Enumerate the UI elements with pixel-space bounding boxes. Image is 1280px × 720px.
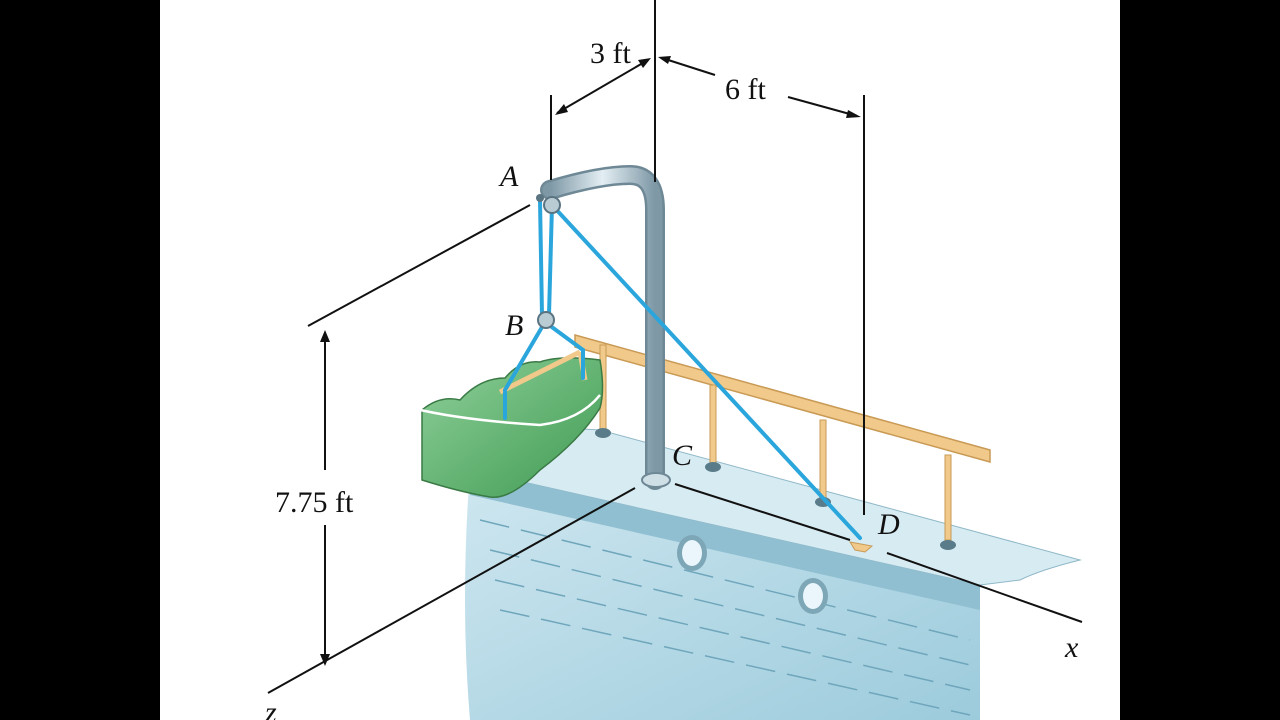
porthole-2	[798, 578, 828, 614]
ship-hull	[465, 470, 980, 720]
right-letterbox	[1120, 0, 1280, 720]
hull-edge	[470, 470, 980, 610]
dimension-lines	[307, 0, 865, 663]
davit-pole	[540, 164, 671, 490]
cleat-D	[848, 541, 874, 553]
lifeboat	[411, 349, 604, 498]
hull-stripes	[479, 519, 971, 716]
label-B: B	[505, 309, 523, 342]
tackle-cables	[538, 198, 862, 540]
label-D: D	[877, 508, 900, 541]
label-x: x	[1064, 631, 1079, 664]
pulley-B	[537, 311, 555, 329]
dimension-775ft: 7.75 ft	[275, 486, 354, 519]
dimension-3ft: 3 ft	[590, 37, 631, 70]
diagram-canvas: 3 ft 6 ft 7.75 ft A B C D x z	[160, 0, 1120, 720]
pulley-A	[536, 194, 561, 214]
label-z: z	[264, 696, 277, 720]
axes	[267, 483, 1083, 694]
porthole-1	[677, 535, 707, 571]
label-C: C	[672, 439, 693, 472]
davit-diagram: 3 ft 6 ft 7.75 ft A B C D x z	[264, 0, 1083, 720]
left-letterbox	[0, 0, 160, 720]
dimension-6ft: 6 ft	[725, 73, 766, 106]
label-A: A	[498, 160, 519, 193]
arrowheads	[320, 56, 861, 666]
